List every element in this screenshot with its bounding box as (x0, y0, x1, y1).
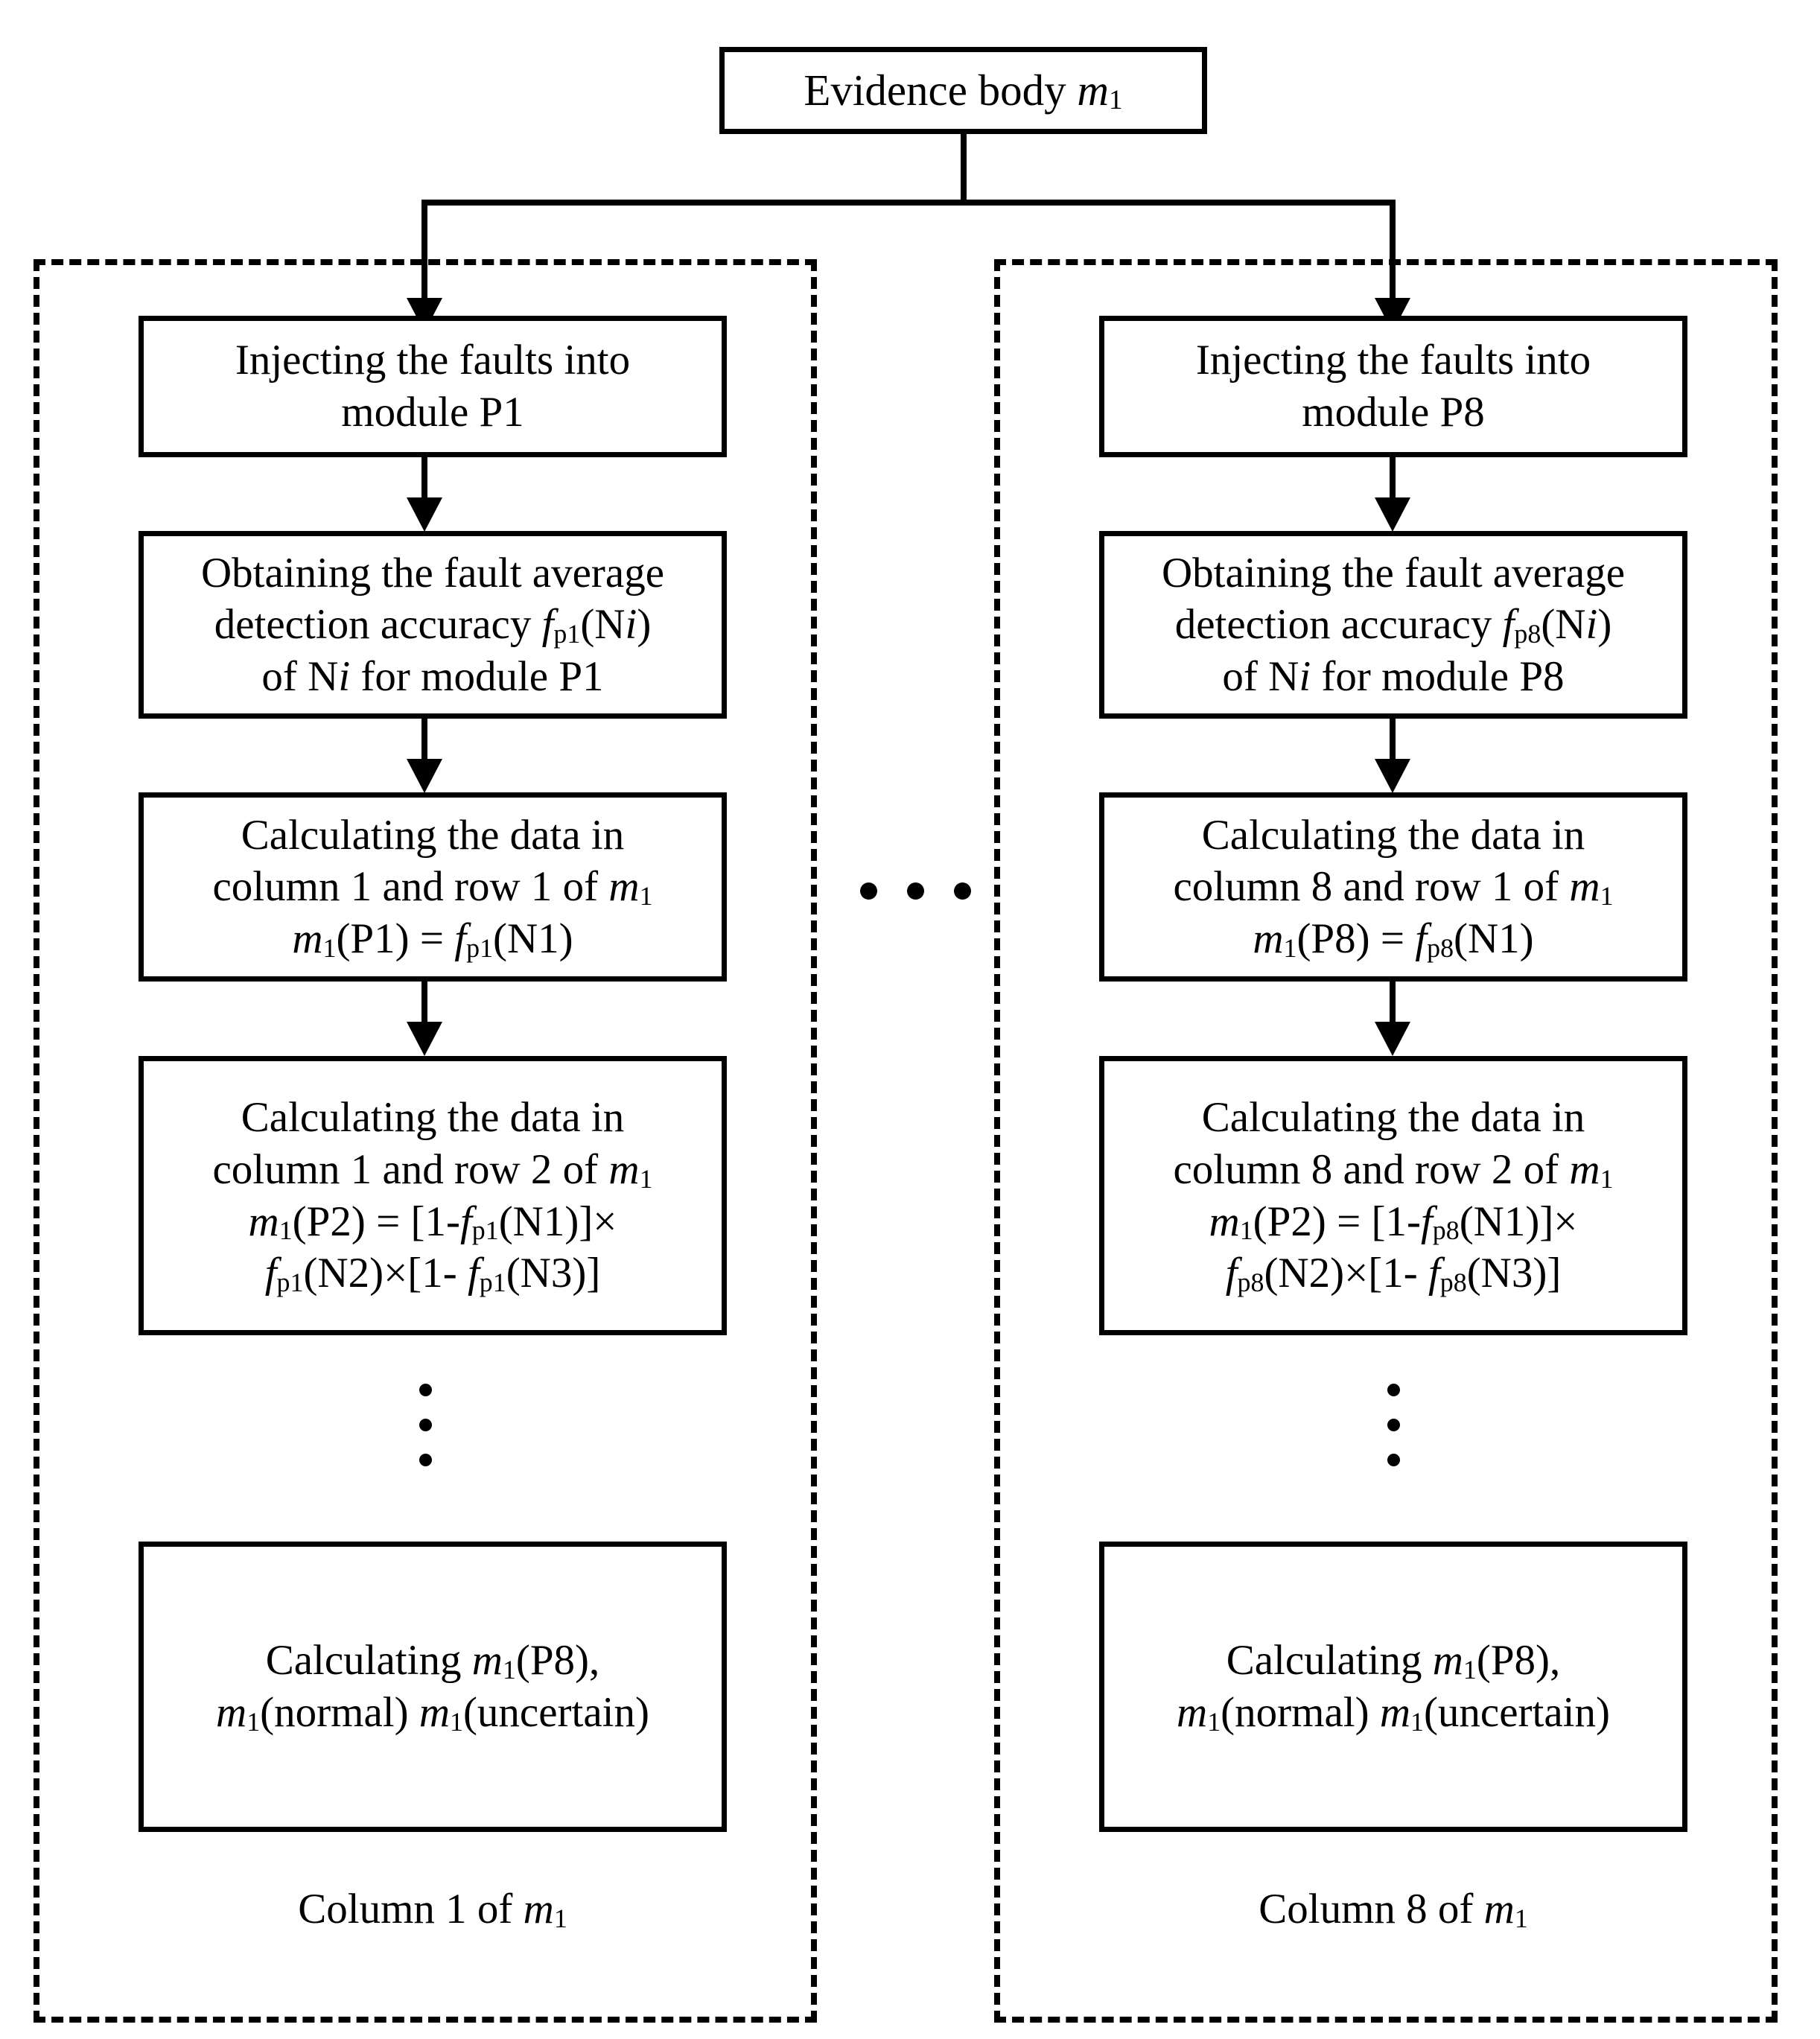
node-text: Calculating m1(P8), m1(normal) m1(uncert… (1177, 1637, 1610, 1737)
evidence-body-node: Evidence body m1 (719, 47, 1207, 134)
node-column-8-calc-row-2: Calculating the data in column 8 and row… (1099, 1056, 1687, 1335)
evidence-body-label: Evidence body m1 (804, 65, 1123, 116)
arrow-head-c1-3-4 (407, 1022, 442, 1056)
node-column-8-inject-faults: Injecting the faults into module P8 (1099, 316, 1687, 457)
group-label-column-8: Column 8 of m1 (1259, 1886, 1528, 1933)
connector-c8-1-2 (1390, 457, 1396, 506)
node-text: Injecting the faults into module P1 (144, 334, 722, 438)
node-column-1-calc-row-2: Calculating the data in column 1 and row… (139, 1056, 727, 1335)
arrow-head-c1-2-3 (407, 759, 442, 793)
node-text: Calculating the data in column 8 and row… (1173, 811, 1614, 963)
arrow-head-c8-2-3 (1375, 759, 1410, 793)
node-text: Obtaining the fault average detection ac… (201, 549, 664, 700)
line-2: module P1 (341, 389, 524, 436)
node-column-1-inject-faults: Injecting the faults into module P1 (139, 316, 727, 457)
connector-title-stem (961, 134, 967, 204)
line-1: Injecting the faults into (235, 337, 631, 384)
connector-c1-3-4 (421, 982, 427, 1031)
node-text: Calculating the data in column 1 and row… (212, 1094, 653, 1297)
connector-branch-right (1390, 200, 1396, 304)
node-column-8-obtain-accuracy: Obtaining the fault average detection ac… (1099, 531, 1687, 719)
line-2: module P8 (1302, 389, 1485, 436)
connector-branch-left (421, 200, 427, 304)
node-column-8-calc-final: Calculating m1(P8), m1(normal) m1(uncert… (1099, 1542, 1687, 1832)
evidence-body-symbol-sub: 1 (1109, 85, 1123, 116)
evidence-body-symbol: m (1077, 65, 1110, 115)
node-text: Injecting the faults into module P8 (1104, 334, 1682, 438)
group-label-column-1: Column 1 of m1 (298, 1886, 567, 1933)
connector-c1-1-2 (421, 457, 427, 506)
node-text: Calculating the data in column 8 and row… (1173, 1094, 1614, 1297)
node-text: Calculating the data in column 1 and row… (212, 811, 653, 963)
connector-c1-2-3 (421, 719, 427, 768)
node-column-1-calc-final: Calculating m1(P8), m1(normal) m1(uncert… (139, 1542, 727, 1832)
node-text: Calculating m1(P8), m1(normal) m1(uncert… (216, 1637, 649, 1737)
ellipsis-between-columns (860, 882, 971, 900)
arrow-head-c1-1-2 (407, 497, 442, 532)
node-column-1-calc-row-1: Calculating the data in column 1 and row… (139, 792, 727, 982)
node-column-8-calc-row-1: Calculating the data in column 8 and row… (1099, 792, 1687, 982)
vertical-ellipsis-column-1 (419, 1384, 432, 1466)
arrow-head-c8-3-4 (1375, 1022, 1410, 1056)
line-1: Injecting the faults into (1195, 337, 1591, 384)
node-text: Obtaining the fault average detection ac… (1162, 549, 1625, 700)
connector-split-bar (421, 200, 1396, 206)
group-column-1 (34, 259, 817, 2023)
arrow-head-c8-1-2 (1375, 497, 1410, 532)
group-column-8 (994, 259, 1778, 2023)
connector-c8-2-3 (1390, 719, 1396, 768)
connector-c8-3-4 (1390, 982, 1396, 1031)
node-column-1-obtain-accuracy: Obtaining the fault average detection ac… (139, 531, 727, 719)
vertical-ellipsis-column-8 (1387, 1384, 1400, 1466)
